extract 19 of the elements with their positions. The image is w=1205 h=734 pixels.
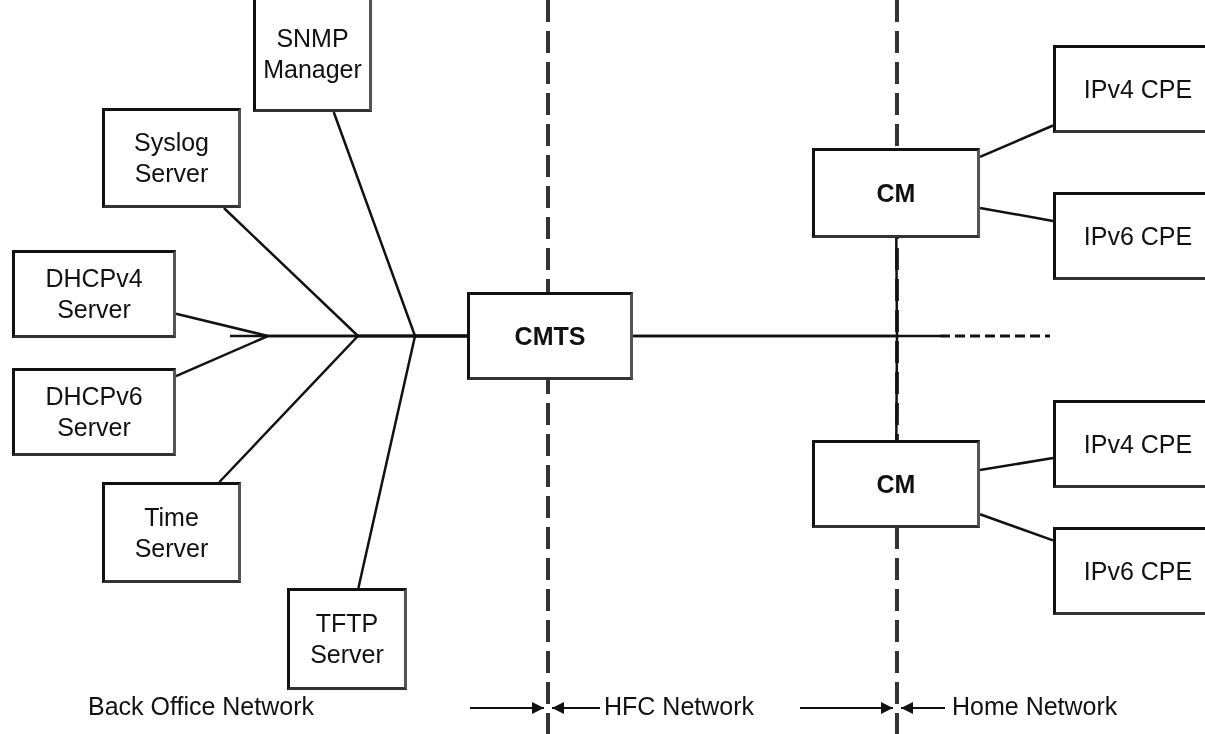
connector-line — [357, 334, 467, 589]
network-device-box: IPv4 CPE — [1053, 400, 1205, 488]
connector-line — [979, 206, 1054, 223]
network-device-box: IPv6 CPE — [1053, 527, 1205, 615]
connector-line — [633, 334, 899, 440]
network-device-box: Syslog Server — [102, 108, 241, 208]
network-device-box: CMTS — [467, 292, 633, 380]
connector-line — [979, 513, 1054, 542]
network-device-box: TFTP Server — [287, 588, 407, 690]
network-device-box: IPv6 CPE — [1053, 192, 1205, 280]
network-device-box: Time Server — [102, 482, 241, 583]
connector-line — [979, 456, 1054, 472]
network-device-box: CM — [812, 440, 980, 528]
network-device-box: SNMP Manager — [253, 0, 372, 112]
network-device-box: IPv4 CPE — [1053, 45, 1205, 133]
network-device-box: DHCPv4 Server — [12, 250, 176, 338]
connector-line — [979, 124, 1054, 159]
network-device-box: CM — [812, 148, 980, 238]
network-device-box: DHCPv6 Server — [12, 368, 176, 456]
